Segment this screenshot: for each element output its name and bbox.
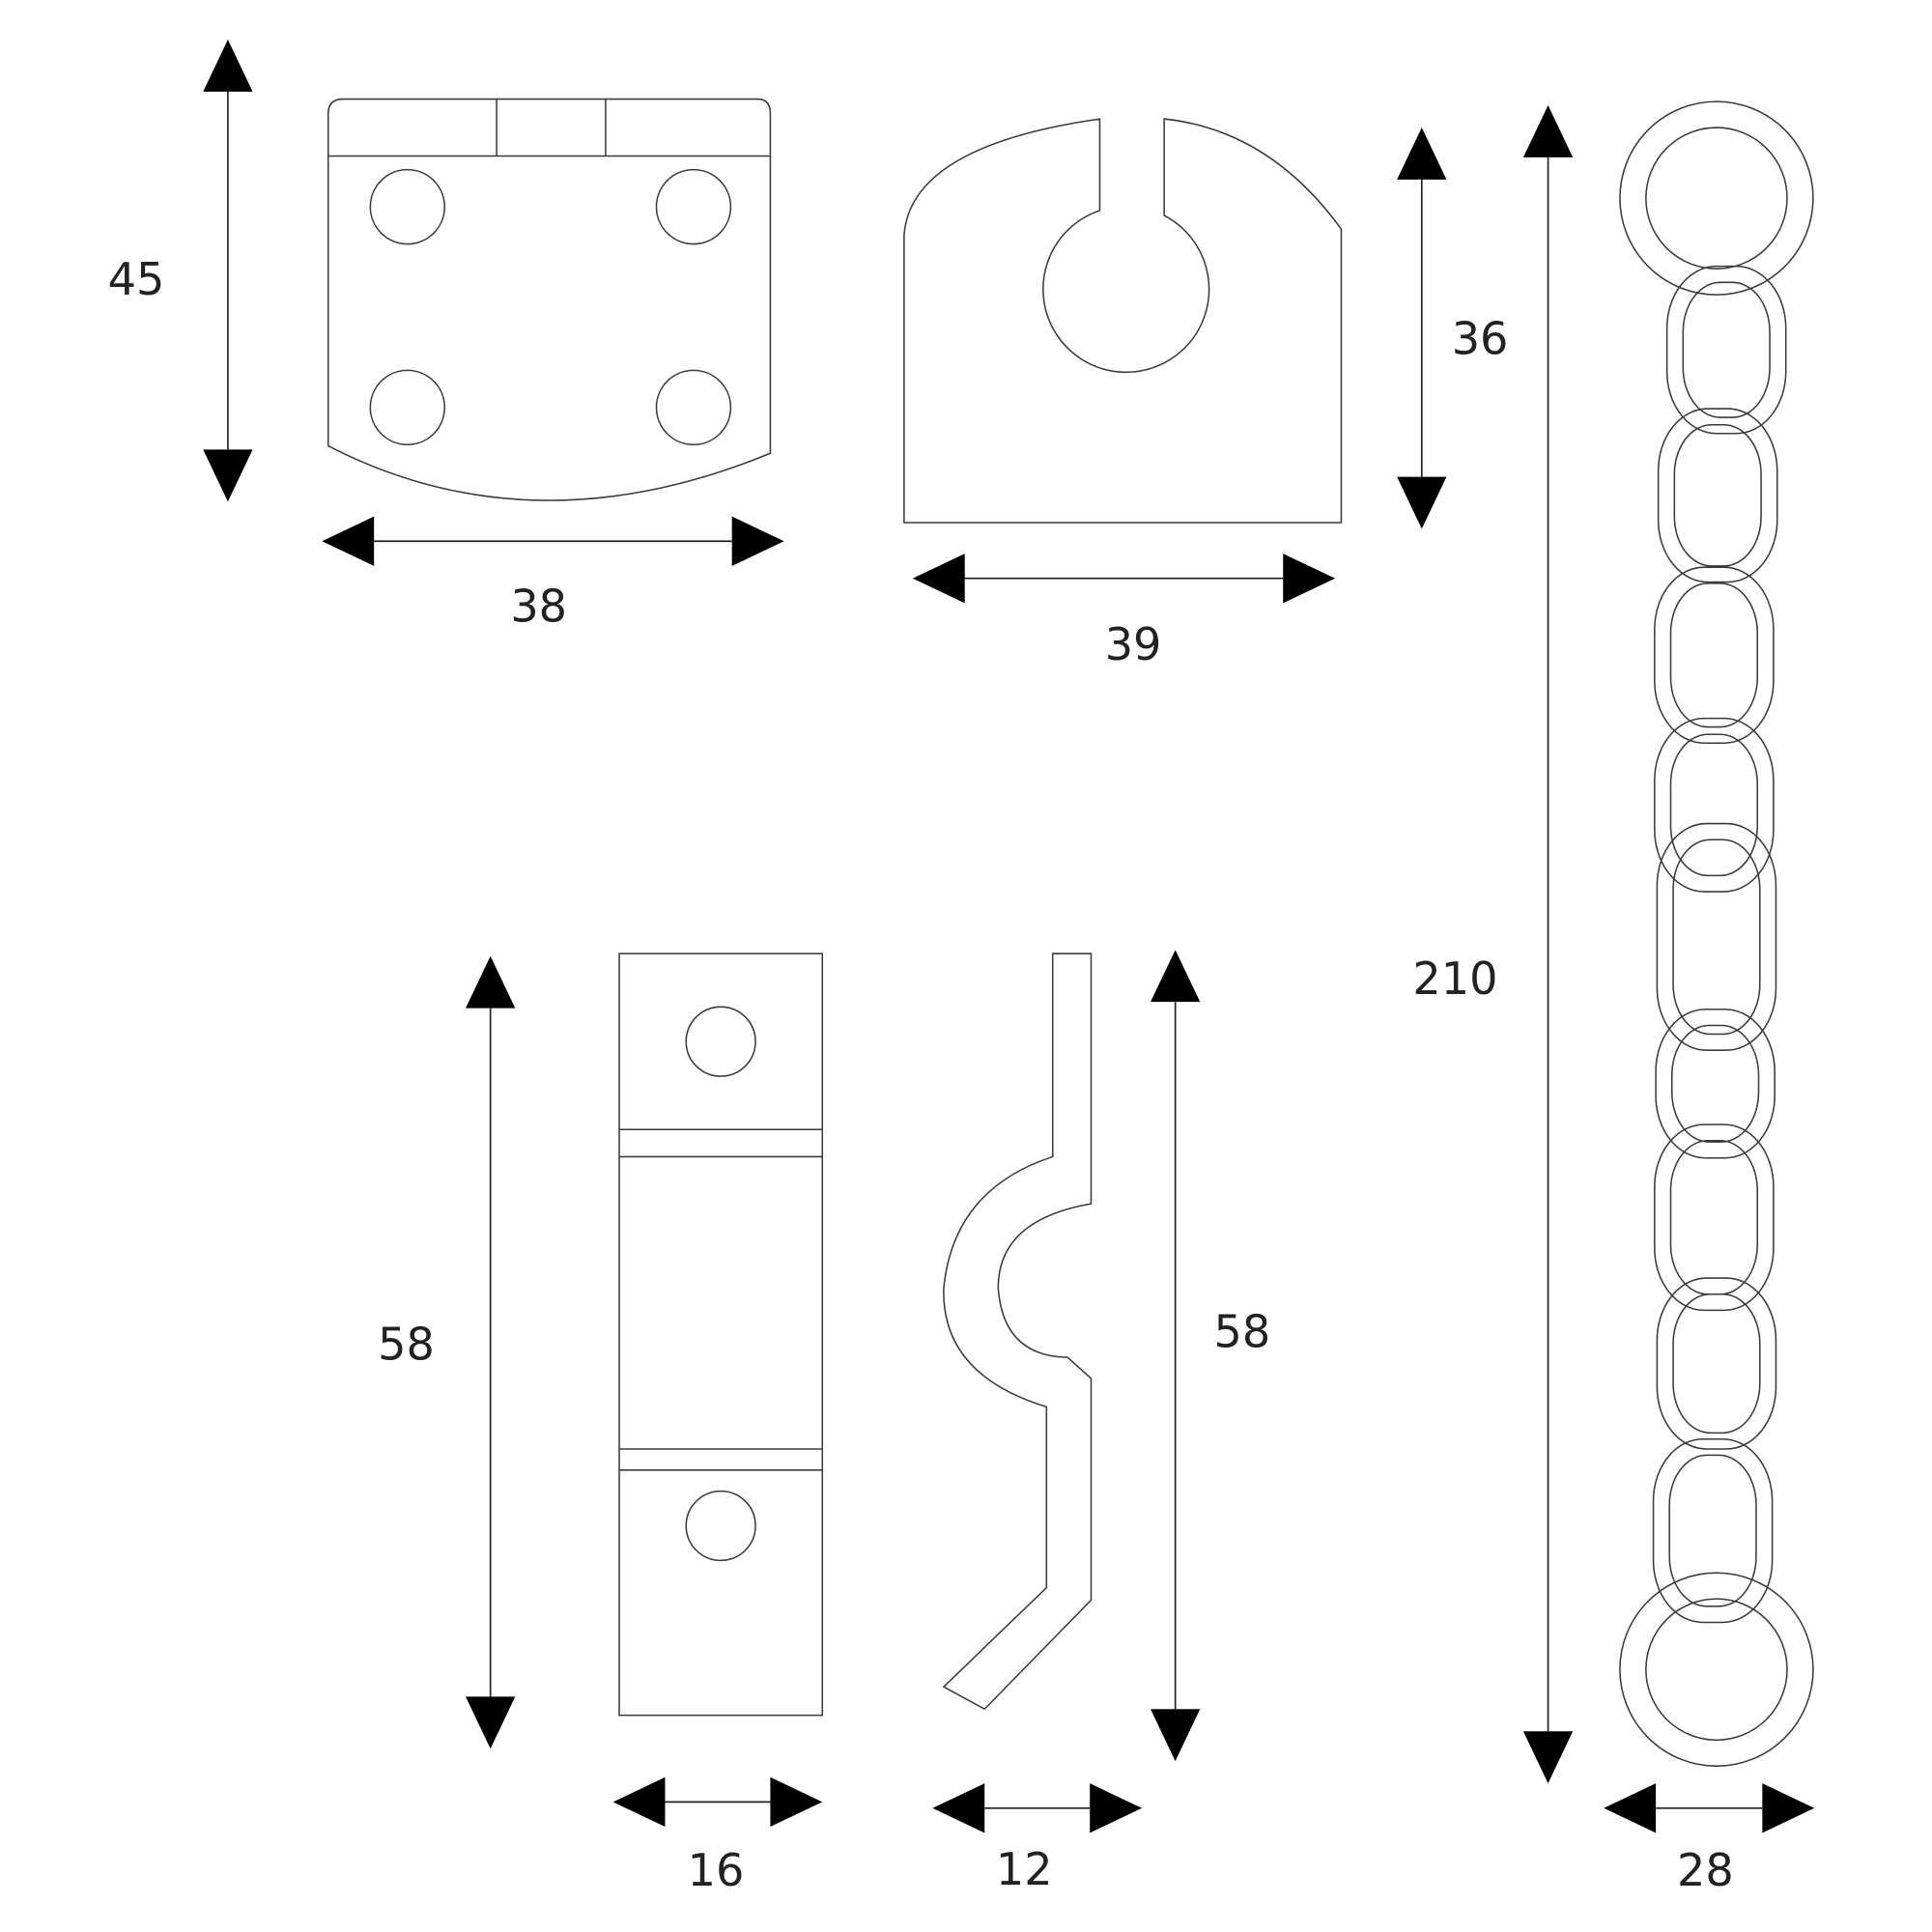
arrowhead-down-icon [1151,1709,1201,1762]
chain-link [1655,1009,1776,1159]
arrowhead-right-icon [1283,554,1336,604]
dim-label-hook-height: 58 [1214,1306,1271,1358]
arrowhead-up-icon [1522,104,1574,157]
dim-label-chain-length: 210 [1412,952,1497,1005]
end-ring-inner [1645,127,1788,270]
dim-label-keeper-height: 36 [1452,312,1509,364]
chain-width-dimension [1604,1783,1815,1833]
arrowhead-right-icon [731,516,784,566]
chain-link [1654,717,1775,893]
arrowhead-down-icon [1397,476,1447,529]
chain [1619,100,1814,1767]
chain-link [1652,1437,1774,1624]
screw-hole [655,168,732,245]
arrowhead-down-icon [466,1696,516,1749]
arrowhead-up-icon [1151,950,1201,1003]
chain-link [1656,1277,1777,1450]
chain-link-inner [1673,423,1762,567]
arrowhead-left-icon [932,1783,985,1833]
chain-link-inner [1669,733,1759,877]
screw-hole [655,369,732,446]
dim-label-keeper-width: 39 [1105,618,1162,670]
chain-link-inner [1682,281,1771,418]
screw-hole [369,369,446,446]
slotted-keeper [903,118,1343,524]
chain-link [1657,408,1778,583]
arrowhead-down-icon [203,449,253,502]
strap-width-dimension [612,1776,823,1828]
chain-link-inner [1669,1140,1759,1295]
dim-label-chain-width: 28 [1677,1844,1734,1896]
chain-link [1665,265,1787,435]
hinge-width-dimension [322,516,784,566]
strap-height-dimension [466,955,516,1749]
arrowhead-right-icon [1090,1783,1143,1833]
dim-label-hinge-width: 38 [510,580,567,632]
arrowhead-up-icon [1397,128,1447,180]
chain-link [1654,566,1775,745]
dim-label-strap-height: 58 [378,1318,435,1370]
keeper-width-dimension [912,554,1336,604]
chain-link-inner [1669,582,1759,728]
arrowhead-up-icon [466,955,516,1009]
arrowhead-left-icon [612,1776,666,1828]
arrowhead-right-icon [770,1776,823,1828]
chain-link-inner [1672,1293,1761,1435]
chain-link-inner [1668,1454,1757,1607]
screw-hole [369,168,446,245]
end-ring-inner [1645,1598,1788,1742]
chain-link-inner [1672,838,1761,1036]
arrowhead-down-icon [1522,1731,1574,1784]
chain-link-inner [1671,1024,1760,1143]
arrowhead-left-icon [322,516,375,566]
end-ring [1619,1572,1814,1767]
dim-label-hook-width: 12 [996,1843,1053,1895]
keeper-height-dimension [1397,128,1447,529]
dim-label-hinge-height: 45 [108,253,165,305]
chain-link [1654,1123,1775,1312]
end-ring [1619,100,1814,296]
chain-length-dimension [1522,104,1574,1784]
hook [942,952,1093,1711]
screw-hole [685,1490,756,1562]
hook-height-dimension [1151,950,1201,1762]
hinge-plate [327,98,772,501]
hook-width-dimension [932,1783,1143,1833]
hinge-height-dimension [203,40,253,502]
arrowhead-right-icon [1762,1783,1815,1833]
dim-label-strap-width: 16 [688,1844,745,1896]
arrowhead-left-icon [1604,1783,1657,1833]
arrowhead-up-icon [203,40,253,92]
strap-plate [618,952,824,1717]
screw-hole [685,1006,756,1077]
arrowhead-left-icon [912,554,965,604]
chain-link [1656,822,1777,1051]
dimension-lines [203,40,1815,1833]
